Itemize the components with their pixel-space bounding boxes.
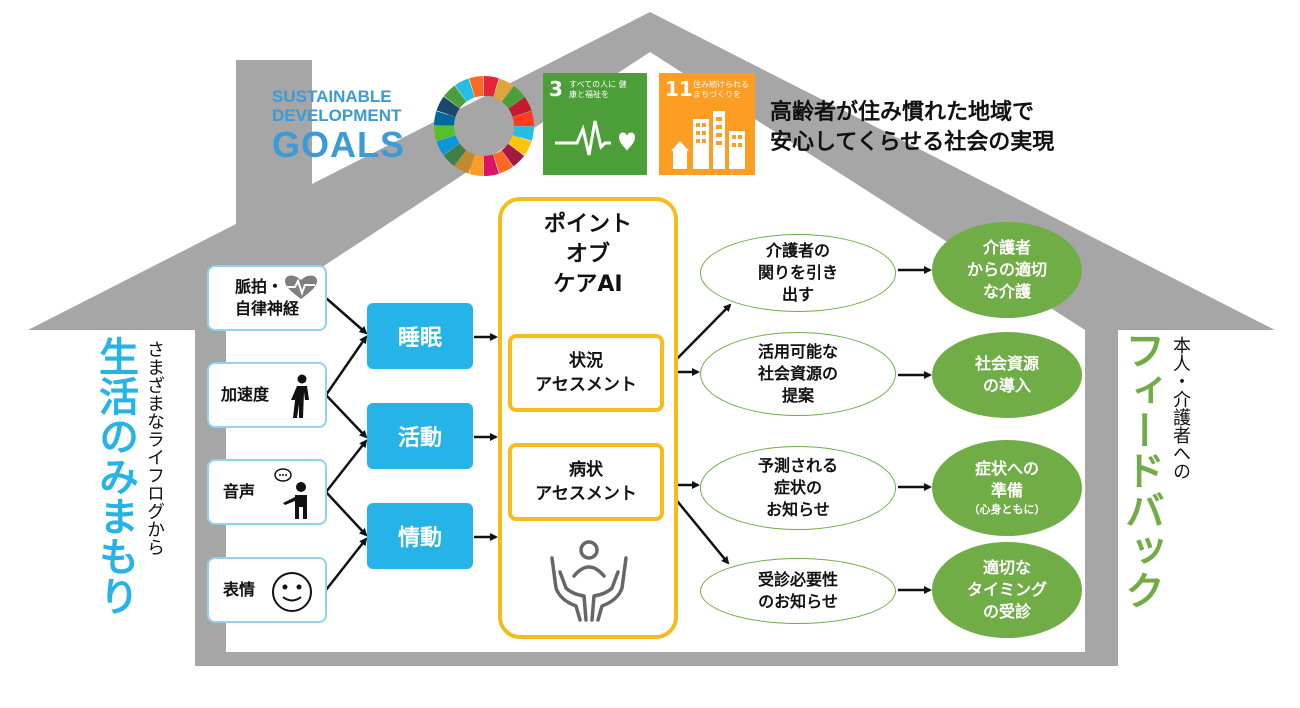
feedback-1-line3: な介護 — [982, 282, 1031, 301]
ai-title-line2: オブ — [565, 242, 610, 267]
outcome-arrows — [898, 266, 932, 594]
ai-title-line1: ポイント — [543, 212, 632, 237]
outcome-4-line1: 受診必要性 — [757, 570, 838, 589]
sensor-acceleration-label: 加速度 — [221, 385, 270, 404]
feedback-4-line3: の受診 — [982, 602, 1031, 621]
situation-assessment-line2: アセスメント — [535, 375, 637, 395]
sensor-voice-label: 音声 — [223, 482, 256, 501]
category-sleep: 睡眠 — [367, 303, 473, 369]
sensor-pulse: 脈拍・ 自律神経 — [207, 265, 327, 331]
outcome-2-line3: 提案 — [781, 386, 814, 405]
outcome-social-resources: 活用可能な 社会資源の 提案 — [700, 332, 896, 416]
outcome-3-line2: 症状の — [773, 478, 822, 497]
condition-assessment-line2: アセスメント — [535, 484, 637, 504]
sensor-expression-label: 表情 — [223, 580, 256, 599]
condition-assessment-line1: 病状 — [568, 460, 603, 480]
condition-assessment: 病状 アセスメント — [508, 443, 664, 521]
speaking-person-icon — [274, 468, 307, 519]
sensor-arrows — [324, 297, 368, 591]
headline-line1: 高齢者が住み慣れた地域で — [770, 100, 1035, 125]
sdg-goal11-tile: 11 住み続けられる まちづくりを — [659, 73, 755, 175]
heartbeat-icon — [285, 275, 317, 299]
outcome-symptom-notice: 予測される 症状の お知らせ — [700, 446, 896, 530]
sensor-voice: 音声 — [207, 459, 327, 525]
feedback-1-line1: 介護者 — [982, 238, 1031, 257]
feedback-caption-big: フィードバック — [1118, 330, 1164, 610]
feedback-symptom-preparation: 症状への 準備 （心身ともに） — [932, 440, 1082, 536]
lifelog-caption-small: さまざまなライフログから — [144, 340, 165, 556]
situation-assessment-line1: 状況 — [568, 351, 603, 371]
feedback-resource-introduction: 社会資源 の導入 — [932, 332, 1082, 418]
outcome-2-line2: 社会資源の — [757, 364, 838, 383]
sdg-goal11-number: 11 — [665, 77, 693, 101]
outcome-4-line2: のお知らせ — [758, 592, 838, 611]
smiley-face-icon — [272, 572, 312, 612]
outcome-caregiver-involvement: 介護者の 関りを引き 出す — [700, 234, 896, 312]
sensor-pulse-line2: 自律神経 — [234, 299, 299, 318]
outcome-1-line3: 出す — [781, 285, 814, 304]
category-activity: 活動 — [367, 403, 473, 469]
heartbeat-health-icon — [555, 120, 635, 156]
outcome-consultation-notice: 受診必要性 のお知らせ — [700, 558, 896, 624]
sensor-pulse-line1: 脈拍・ — [234, 277, 283, 296]
outcome-1-line1: 介護者の — [765, 241, 830, 260]
outcome-3-line3: お知らせ — [766, 500, 830, 519]
feedback-3-line1: 症状への — [974, 459, 1039, 478]
sdg-goal3-number: 3 — [549, 77, 563, 101]
sdg-wheel-segments — [434, 76, 534, 176]
feedback-timely-consultation: 適切な タイミング の受診 — [932, 542, 1082, 638]
category-emotion: 情動 — [367, 503, 473, 569]
sdg-goal3-text: すべての人に 健康と福祉を — [569, 80, 627, 99]
feedback-appropriate-care: 介護者 からの適切 な介護 — [932, 222, 1082, 318]
walking-person-icon — [291, 374, 309, 418]
house-frame — [28, 12, 1275, 666]
caring-hands-icon — [550, 540, 628, 622]
feedback-2-line1: 社会資源 — [974, 354, 1039, 373]
sdgs-logo-line3: GOALS — [272, 124, 406, 165]
sdgs-logo-line1: SUSTAINABLE — [272, 87, 392, 106]
headline-line2: 安心してくらせる社会の実現 — [770, 130, 1055, 155]
feedback-4-line1: 適切な — [982, 558, 1031, 577]
city-buildings-icon — [671, 111, 745, 169]
ai-title-line3: ケアAI — [553, 272, 623, 297]
feedback-3-note: （心身ともに） — [968, 503, 1046, 516]
feedback-1-line2: からの適切 — [966, 260, 1047, 279]
lifelog-caption-big: 生活のみまもり — [92, 336, 138, 616]
situation-assessment: 状況 アセスメント — [508, 334, 664, 412]
outcome-3-line1: 予測される — [757, 456, 838, 475]
sdg-goal11-text: 住み続けられる まちづくりを — [693, 80, 749, 99]
sdg-wheel-icon — [434, 76, 534, 176]
sdg-goal3-tile: 3 すべての人に 健康と福祉を — [543, 73, 647, 175]
outcome-1-line2: 関りを引き — [757, 263, 838, 282]
feedback-2-line2: の導入 — [982, 376, 1031, 395]
sensor-acceleration: 加速度 — [207, 362, 327, 428]
outcome-2-line1: 活用可能な — [757, 342, 838, 361]
category-arrows — [474, 333, 498, 541]
sensor-expression: 表情 — [207, 557, 327, 623]
feedback-caption-small: 本人・介護者への — [1170, 336, 1191, 480]
sdgs-logo-line2: DEVELOPMENT — [272, 106, 402, 125]
feedback-3-line2: 準備 — [990, 481, 1023, 500]
feedback-4-line2: タイミング — [966, 580, 1047, 599]
